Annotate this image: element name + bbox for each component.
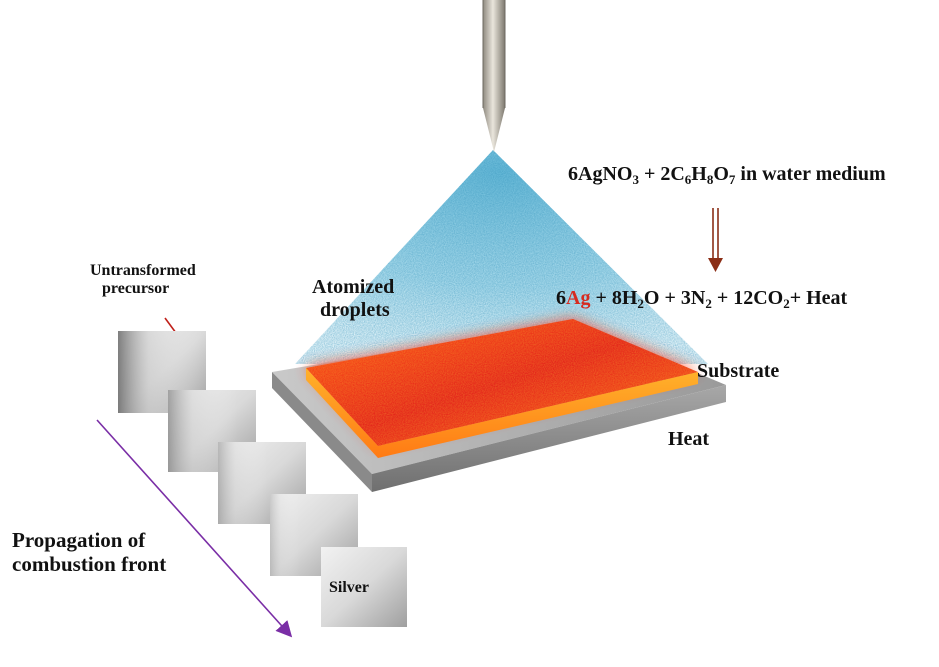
atomized-droplets-label: Atomized droplets <box>312 276 395 321</box>
sample-tile <box>218 442 306 524</box>
hot-film <box>306 319 698 458</box>
sample-tile-silver <box>321 547 407 627</box>
sample-tile <box>168 390 256 472</box>
products-equation: 6Ag + 8H2O + 3N2 + 12CO2+ Heat <box>556 287 848 311</box>
propagation-arrow-icon <box>96 419 293 638</box>
substrate-label: Substrate <box>697 360 780 382</box>
spray-nozzle-icon <box>482 0 506 152</box>
spray-cone <box>295 150 708 364</box>
propagation-label: Propagation of combustion front <box>12 528 167 577</box>
down-arrow-icon <box>708 208 723 272</box>
heat-label: Heat <box>668 428 710 450</box>
reactants-equation: 6AgNO3 + 2C6H8O7 in water medium <box>568 163 886 187</box>
untransformed-precursor-label: Untransformed precursor <box>90 262 196 298</box>
sample-tile <box>118 331 206 413</box>
silver-label: Silver <box>329 579 369 596</box>
